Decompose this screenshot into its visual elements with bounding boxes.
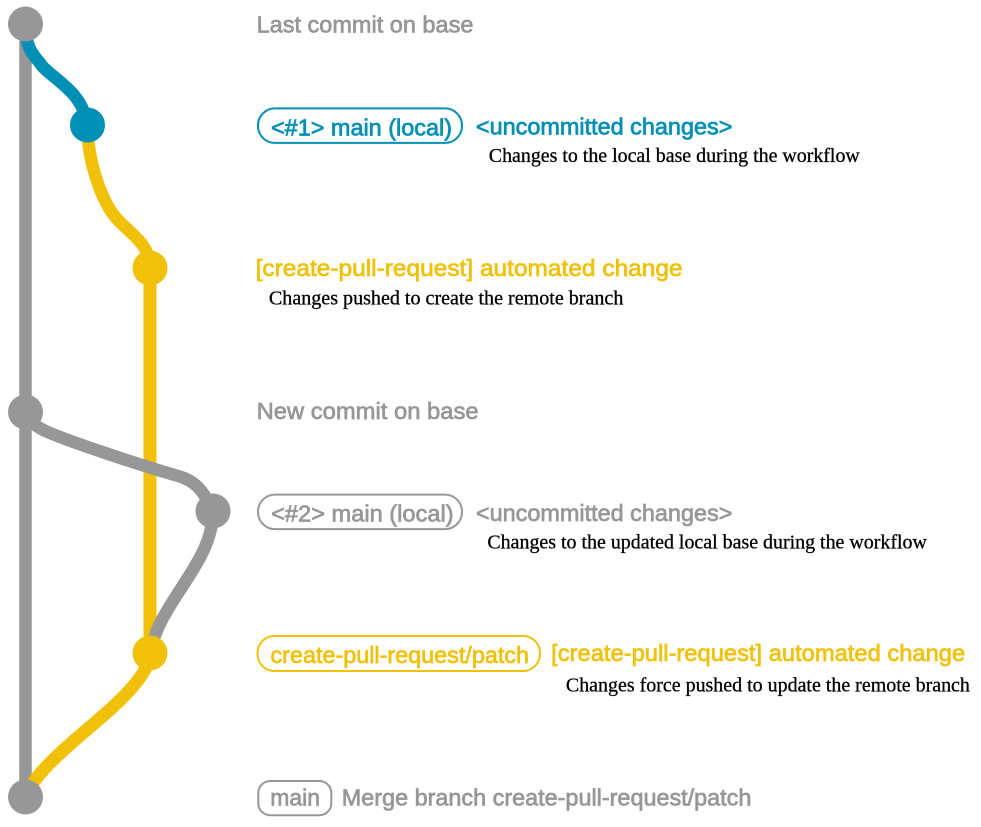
svg-text:<#1> main (local): <#1> main (local): [271, 114, 452, 140]
svg-text:<uncommitted changes>: <uncommitted changes>: [476, 114, 733, 140]
svg-text:[create-pull-request] automate: [create-pull-request] automated change: [256, 255, 683, 281]
svg-text:Changes to the updated local b: Changes to the updated local base during…: [487, 532, 927, 554]
svg-text:Last commit on base: Last commit on base: [257, 12, 474, 38]
svg-text:Changes force pushed to update: Changes force pushed to update the remot…: [566, 675, 970, 697]
svg-text:Changes to the local base duri: Changes to the local base during the wor…: [489, 145, 861, 167]
svg-text:[create-pull-request] automate: [create-pull-request] automated change: [551, 640, 965, 666]
svg-text:Changes pushed to create the r: Changes pushed to create the remote bran…: [269, 288, 624, 310]
svg-text:New commit on base: New commit on base: [257, 398, 479, 424]
svg-text:create-pull-request/patch: create-pull-request/patch: [271, 642, 530, 668]
svg-text:<#2> main (local): <#2> main (local): [271, 500, 454, 526]
svg-text:main: main: [270, 785, 320, 811]
svg-text:<uncommitted changes>: <uncommitted changes>: [476, 500, 733, 526]
svg-text:Merge branch create-pull-reque: Merge branch create-pull-request/patch: [342, 785, 752, 811]
